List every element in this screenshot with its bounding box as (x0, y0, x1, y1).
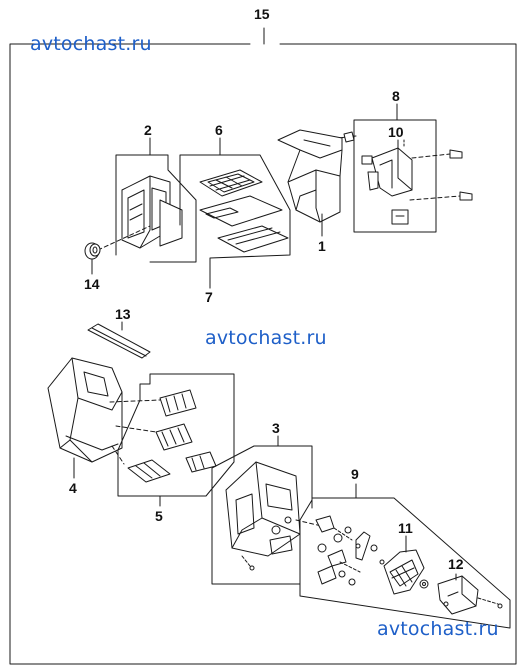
callout-6: 6 (215, 122, 223, 138)
flap-d (127, 459, 171, 483)
blower-housing-part-2 (121, 175, 183, 249)
duct-body-part-4 (47, 357, 123, 463)
callout-9: 9 (351, 466, 359, 482)
knob-part-14 (84, 242, 101, 260)
callout-4: 4 (69, 480, 77, 496)
air-duct-part-1 (277, 129, 343, 223)
screw-right-upper (411, 149, 463, 159)
gear-sector-part-11 (383, 549, 429, 595)
callout-2: 2 (144, 122, 152, 138)
callout-8: 8 (392, 88, 400, 104)
watermark-middle: avtochast.ru (205, 327, 327, 349)
dashed-4-to-5b (115, 425, 157, 433)
callout-11: 11 (398, 520, 413, 536)
linkage-parts (315, 515, 385, 586)
callout-1: 1 (318, 238, 326, 254)
screw-3-bottom (249, 565, 255, 571)
group-9-bracket (299, 497, 511, 629)
filter-strip-part-13 (87, 323, 151, 359)
group-8-box (353, 119, 437, 233)
heater-case-part-3 (225, 461, 301, 557)
servo-part-12 (437, 575, 503, 615)
callout-13: 13 (115, 306, 131, 322)
dashed-axis-14 (97, 225, 151, 251)
callout-14: 14 (84, 276, 100, 292)
group-5-bracket (117, 373, 235, 497)
callout-10: 10 (388, 124, 404, 140)
group-3-bracket (211, 445, 313, 585)
callout-5: 5 (155, 508, 163, 524)
callout-7: 7 (205, 289, 213, 305)
group-2-bracket (115, 154, 197, 263)
watermark-bottom: avtochast.ru (377, 618, 499, 640)
dashed-3-screw (241, 555, 251, 567)
callout-3: 3 (272, 420, 280, 436)
watermark-top: avtochast.ru (30, 33, 152, 55)
flap-a (159, 389, 197, 417)
screw-right-lower (409, 191, 473, 201)
assembly-frame (9, 43, 517, 665)
group-6-bracket (179, 154, 291, 289)
callout-15: 15 (254, 6, 270, 22)
flap-b (155, 423, 193, 451)
actuator-motor-part-10 (361, 139, 413, 225)
dashed-4-to-5a (109, 399, 161, 403)
callout-12: 12 (448, 556, 464, 572)
panel-cover-part-6 (199, 169, 289, 253)
